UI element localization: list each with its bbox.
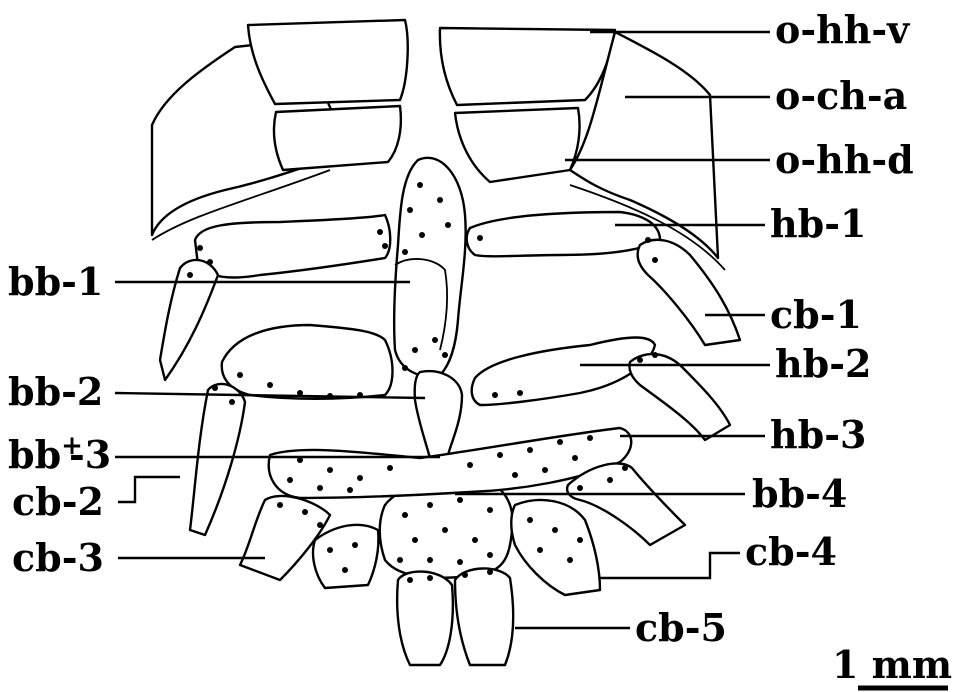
right-cb-4 (511, 500, 600, 595)
bb-2-element (415, 371, 462, 458)
left-cb-2 (190, 384, 245, 535)
right-cb-5 (455, 568, 513, 665)
label-hb-3: hb-3 (770, 412, 866, 457)
label-cb-2: cb-2 (12, 479, 104, 524)
label-o-hh-v: o-hh-v (775, 7, 911, 52)
right-cb-2 (629, 354, 730, 440)
left-cb-4 (313, 525, 378, 588)
right-lower-plate (455, 108, 580, 182)
left-hb-2 (222, 325, 393, 399)
label-hb-2: hb-2 (775, 341, 871, 386)
left-hb-1 (195, 215, 390, 278)
right-hb-2 (472, 338, 655, 406)
label-o-hh-d: o-hh-d (775, 137, 914, 182)
bb-1-element (394, 158, 465, 376)
label-bb-3: bb+-3 (8, 431, 111, 477)
left-upper-plate (248, 20, 408, 104)
label-bb-3-main: bb (8, 432, 61, 477)
left-lower-plate (274, 106, 401, 170)
label-cb-4: cb-4 (745, 529, 837, 574)
scale-bar: 1 mm (832, 642, 952, 688)
label-bb-4: bb-4 (752, 471, 847, 516)
leader-cb-4 (600, 553, 740, 578)
left-cb-1 (160, 260, 218, 380)
label-hb-1: hb-1 (770, 201, 866, 246)
label-bb-3-tail: -3 (69, 432, 111, 477)
label-cb-5: cb-5 (635, 605, 727, 650)
label-cb-3: cb-3 (12, 535, 104, 580)
label-cb-1: cb-1 (770, 292, 862, 337)
leader-cb-2 (118, 477, 180, 502)
scale-bar-label: 1 mm (832, 642, 952, 687)
right-hb-1 (467, 212, 660, 256)
label-o-ch-a: o-ch-a (775, 73, 907, 118)
label-bb-1: bb-1 (8, 259, 103, 304)
left-cb-5 (397, 572, 453, 665)
right-upper-plate (440, 28, 615, 105)
label-bb-2: bb-2 (8, 369, 103, 414)
right-cb-1 (638, 240, 740, 345)
